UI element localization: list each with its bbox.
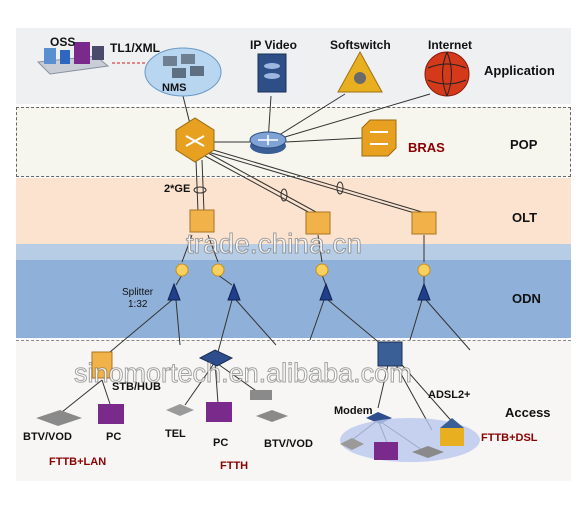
- pc-2-label: PC: [213, 437, 229, 449]
- nms-server-cloud-icon: [144, 47, 222, 97]
- modem-label: Modem: [334, 405, 373, 417]
- internet-globe-icon: [424, 51, 470, 97]
- tl1-xml-label: TL1/XML: [110, 41, 160, 55]
- oss-label: OSS: [50, 35, 76, 49]
- olt-device-icons: [189, 209, 437, 235]
- odn-layer-band-top: [16, 244, 571, 260]
- fttb-dsl-label: FTTB+DSL: [481, 432, 538, 444]
- softswitch-label: Softswitch: [330, 38, 391, 52]
- alibaba-watermark: sinomortech.en.alibaba.com: [74, 358, 413, 389]
- internet-label: Internet: [428, 38, 473, 52]
- bras-device-icon: [361, 119, 397, 157]
- ip-video-server-icon: [257, 53, 287, 93]
- pc-2-icon: [206, 402, 232, 422]
- ip-video-label: IP Video: [250, 38, 297, 52]
- pop-layer-label: POP: [510, 137, 538, 152]
- splitter-label: Splitter: [122, 287, 154, 298]
- pc-dsl-icon: [374, 442, 398, 460]
- application-layer-label: Application: [484, 63, 555, 78]
- ftth-label: FTTH: [220, 460, 249, 472]
- odn-layer-label: ODN: [512, 291, 541, 306]
- tel-label: TEL: [165, 428, 186, 440]
- bras-label: BRAS: [408, 140, 445, 155]
- pc-1-icon: [98, 404, 124, 424]
- odn-layer-band: [16, 260, 571, 338]
- softswitch-icon: [337, 50, 383, 93]
- splitter-icons: [167, 282, 431, 301]
- pc-1-label: PC: [106, 431, 122, 443]
- olt-fiber-links: [181, 234, 425, 263]
- trade-watermark: trade.china.cn: [186, 228, 363, 260]
- ge-bundle-markers: [193, 181, 344, 202]
- bulb-splitter-links: [175, 274, 425, 286]
- pop-switch-icon: [175, 117, 215, 163]
- access-layer-label: Access: [505, 405, 551, 420]
- btv-vod-1-label: BTV/VOD: [23, 431, 72, 443]
- nms-pop-link: [182, 95, 191, 125]
- fttb-onu-icon: [91, 351, 113, 379]
- nms-label: NMS: [162, 82, 187, 94]
- house-gateway-icon: [440, 418, 464, 446]
- fttb-dsl-msan-icon: [377, 341, 403, 367]
- split-ratio-label: 1:32: [128, 299, 148, 310]
- phone-tel-icon: [166, 404, 194, 416]
- stb-hub-label: STB/HUB: [112, 381, 161, 393]
- olt-layer-band: [16, 178, 571, 244]
- ge-label: 2*GE: [164, 183, 191, 195]
- stb-dsl-icon: [412, 446, 444, 458]
- router-internet-link: [267, 93, 431, 143]
- phone-dsl-icon: [340, 438, 364, 450]
- btv-vod-set-1-icon: [36, 410, 82, 426]
- olt-layer-label: OLT: [512, 210, 538, 225]
- ftth-ont-icon: [198, 349, 234, 367]
- splitter-access-links: [109, 299, 471, 353]
- core-router-icon: [249, 131, 287, 154]
- fiber-connector-icons: [175, 263, 431, 277]
- btv-vod-2-label: BTV/VOD: [264, 438, 313, 450]
- fttb-lan-label: FTTB+LAN: [49, 456, 107, 468]
- btv-vod-set-2-icon: [250, 390, 288, 422]
- router-bras-link: [285, 137, 363, 143]
- switch-olt-uplinks: [195, 148, 423, 215]
- adsl-label: ADSL2+: [428, 389, 471, 401]
- oss-workstation-icon: [36, 42, 110, 75]
